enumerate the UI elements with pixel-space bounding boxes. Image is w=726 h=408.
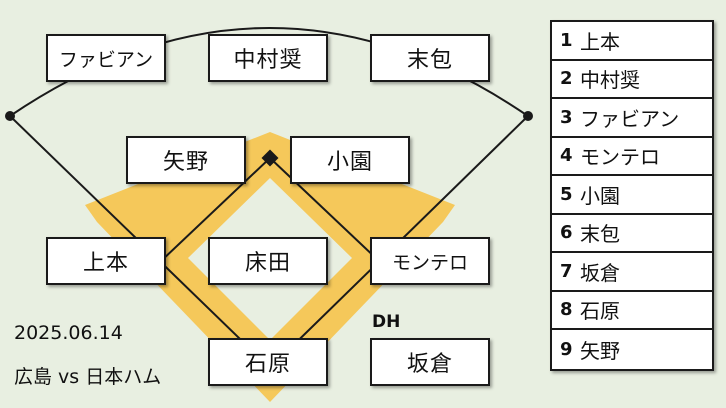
batting-order-item: 5 小園 [552,176,712,215]
batting-order-number: 5 [560,183,573,205]
position-third-base: 上本 [46,237,166,285]
game-matchup: 広島 vs 日本ハム [14,366,162,388]
batting-order-name: 小園 [580,183,620,208]
batting-order-item: 3 ファビアン [552,99,712,138]
second-to-first-line [269,157,381,263]
batting-order-number: 4 [560,145,573,167]
batting-order-number: 3 [560,106,573,128]
position-designated-hitter: 坂倉 [370,338,490,386]
position-second-base: 小園 [290,136,410,184]
position-pitcher: 床田 [208,237,328,285]
batting-order-item: 4 モンテロ [552,138,712,176]
batting-order-number: 7 [560,260,573,282]
batting-order-item: 8 石原 [552,292,712,330]
batting-order-number: 1 [560,29,573,51]
position-center-field: 中村奨 [208,34,328,82]
right-foul-pole-dot [523,111,533,121]
batting-order-number: 8 [560,299,573,321]
batting-order-item: 6 末包 [552,215,712,253]
batting-order-name: 上本 [580,29,620,54]
second-to-third-line [159,157,271,263]
batting-order-name: 石原 [580,299,620,324]
batting-order-name: 矢野 [580,338,620,363]
position-right-field: 末包 [370,34,490,82]
batting-order-number: 9 [560,338,573,360]
batting-order-name: 坂倉 [580,260,620,285]
batting-order-name: 末包 [580,222,620,247]
dh-label: DH [372,312,401,332]
position-shortstop: 矢野 [126,136,246,184]
left-foul-pole-dot [5,111,15,121]
batting-order-number: 6 [560,222,573,244]
batting-order-name: モンテロ [580,145,660,170]
second-base-marker [261,149,279,167]
position-left-field: ファビアン [46,34,166,82]
batting-order-item: 1 上本 [552,22,712,61]
position-catcher: 石原 [208,338,328,386]
batting-order-item: 9 矢野 [552,330,712,369]
batting-order-number: 2 [560,68,573,90]
batting-order-name: ファビアン [580,106,680,131]
game-date: 2025.06.14 [14,322,123,344]
batting-order-item: 7 坂倉 [552,253,712,292]
batting-order-item: 2 中村奨 [552,61,712,99]
batting-order-name: 中村奨 [580,68,640,93]
position-first-base: モンテロ [370,237,490,285]
